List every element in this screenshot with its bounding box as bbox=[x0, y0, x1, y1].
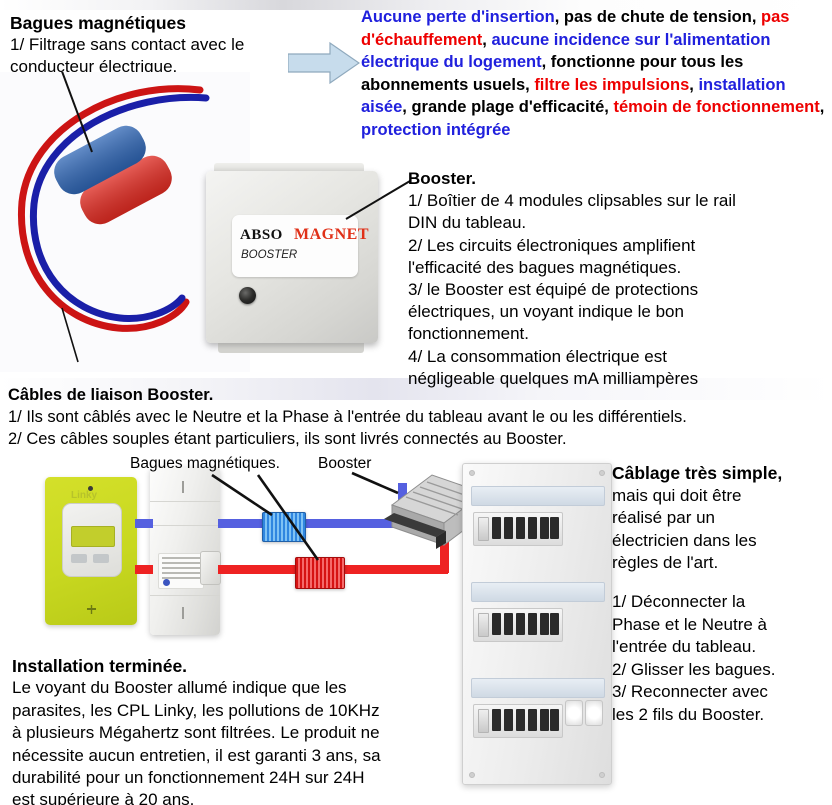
rings-text-block: Bagues magnétiques 1/ Filtrage sans cont… bbox=[10, 12, 310, 78]
wiring-line-2: réalisé par un bbox=[612, 508, 716, 528]
install-text-block: Installation terminée. Le voyant du Boos… bbox=[12, 655, 462, 805]
booster-text-block: Booster. 1/ Boîtier de 4 modules clipsab… bbox=[408, 168, 828, 390]
install-line-1: Le voyant du Booster allumé indique que … bbox=[12, 678, 347, 698]
install-line-6: est supérieure à 20 ans. bbox=[12, 790, 195, 805]
brand-magnet: MAGNET bbox=[294, 226, 369, 243]
wire-neutral-b bbox=[300, 519, 448, 528]
feature-integrated-protection: protection intégrée bbox=[361, 120, 511, 139]
wiring-line-1: mais qui doit être bbox=[612, 485, 742, 505]
booster-line-9: négligeable quelques mA milliampères bbox=[408, 368, 699, 388]
booster-line-2: DIN du tableau. bbox=[408, 213, 527, 233]
wire-phase-b bbox=[340, 565, 448, 574]
main-circuit-breaker bbox=[150, 467, 221, 635]
feature-no-impact-supply: aucune incidence sur l'alimentation élec… bbox=[361, 30, 771, 72]
feature-wide-range: grande plage d'efficacité, bbox=[411, 98, 609, 117]
install-line-5: durabilité pour un fonctionnement 24H su… bbox=[12, 768, 365, 788]
wiring-heading: Câblage très simple, bbox=[612, 463, 783, 483]
feature-no-voltage-drop: pas de chute de tension, bbox=[563, 8, 757, 26]
rings-heading: Bagues magnétiques bbox=[10, 13, 187, 33]
meter-brand-label: Linky bbox=[71, 490, 98, 501]
wiring-step-3: 3/ Reconnecter avec bbox=[612, 682, 768, 702]
booster-line-6: électriques, un voyant indique le bon bbox=[408, 302, 684, 322]
breaker-test-button bbox=[163, 579, 170, 586]
install-heading: Installation terminée. bbox=[12, 656, 188, 676]
feature-operating-indicator: témoin de fonctionnement bbox=[613, 98, 820, 117]
meter-faceplate bbox=[62, 503, 122, 577]
rings-line-2: conducteur électrique. bbox=[10, 57, 178, 76]
brand-abso: ABSO bbox=[240, 227, 283, 243]
panel-row-3 bbox=[471, 678, 605, 760]
wiring-step-1c: l'entrée du tableau. bbox=[612, 637, 757, 657]
wire-phase-meter bbox=[135, 565, 153, 574]
feature-no-insertion-loss: Aucune perte d'insertion bbox=[361, 8, 555, 26]
wire-phase-a bbox=[218, 565, 298, 574]
booster-line-4: l'efficacité des bagues magnétiques. bbox=[408, 257, 682, 277]
blue-ferrite-ring bbox=[54, 125, 146, 195]
model-booster: BOOSTER bbox=[241, 249, 298, 261]
meter-display bbox=[71, 526, 115, 547]
feature-filters-pulses: filtre les impulsions bbox=[534, 75, 690, 94]
install-line-4: nécessite aucun entretien, il est garant… bbox=[12, 745, 381, 765]
cables-line-2: 2/ Ces câbles souples étant particuliers… bbox=[8, 430, 567, 448]
booster-line-5: 3/ le Booster est équipé de protections bbox=[408, 280, 699, 300]
booster-heading: Booster. bbox=[408, 169, 477, 188]
panel-row-2 bbox=[471, 582, 605, 664]
wiring-spacer bbox=[612, 575, 828, 591]
cables-heading: Câbles de liaison Booster. bbox=[8, 386, 214, 404]
wiring-step-3b: les 2 fils du Booster. bbox=[612, 704, 765, 724]
wire-neutral-a bbox=[218, 519, 266, 528]
features-text-block: Aucune perte d'insertion, pas de chute d… bbox=[361, 8, 825, 139]
cables-text-block: Câbles de liaison Booster. 1/ Ils sont c… bbox=[8, 384, 828, 450]
linky-meter: Linky bbox=[45, 477, 137, 625]
ground-symbol-icon bbox=[87, 605, 96, 614]
install-line-3: à plusieurs Mégahertz sont filtrées. Le … bbox=[12, 723, 380, 743]
wire-neutral-meter bbox=[135, 519, 153, 528]
right-arrow-icon bbox=[288, 41, 360, 85]
wiring-step-1b: Phase et le Neutre à bbox=[612, 614, 767, 634]
panel-outlets bbox=[565, 700, 603, 726]
booster-line-7: fonctionnement. bbox=[408, 324, 529, 344]
booster-housing: ABSO MAGNET BOOSTER bbox=[206, 171, 378, 343]
meter-led bbox=[88, 486, 93, 491]
red-magnetic-ring-diagram bbox=[295, 557, 345, 589]
distribution-panel-photo bbox=[462, 463, 612, 785]
install-line-2: parasites, les CPL Linky, les pollutions… bbox=[12, 700, 380, 720]
rings-line-1: 1/ Filtrage sans contact avec le bbox=[10, 35, 245, 54]
status-led-indicator bbox=[239, 287, 256, 304]
booster-line-1: 1/ Boîtier de 4 modules clipsables sur l… bbox=[408, 191, 736, 211]
diagram-label-rings: Bagues magnétiques. bbox=[130, 455, 280, 472]
wiring-line-4: règles de l'art. bbox=[612, 553, 719, 573]
top-gradient-band bbox=[0, 0, 832, 10]
booster-product-photo: ABSO MAGNET BOOSTER bbox=[198, 163, 411, 353]
wiring-step-2: 2/ Glisser les bagues. bbox=[612, 659, 776, 679]
wiring-step-1: 1/ Déconnecter la bbox=[612, 591, 746, 611]
wiring-text-block: Câblage très simple, mais qui doit être … bbox=[612, 462, 828, 727]
diagram-label-booster: Booster bbox=[318, 455, 372, 472]
booster-line-3: 2/ Les circuits électroniques amplifient bbox=[408, 235, 696, 255]
panel-row-1 bbox=[471, 486, 605, 568]
cables-line-1: 1/ Ils sont câblés avec le Neutre et la … bbox=[8, 408, 687, 426]
blue-magnetic-ring-diagram bbox=[262, 512, 306, 542]
feature-no-heating: pas d'échauffement bbox=[361, 8, 790, 49]
middle-gradient-band bbox=[0, 378, 832, 400]
breaker-rating-label bbox=[158, 553, 204, 589]
feature-all-subscriptions: fonctionne pour tous les abonnements usu… bbox=[361, 53, 744, 94]
feature-easy-install: installation aisée bbox=[361, 75, 786, 117]
booster-line-8: 4/ La consommation électrique est bbox=[408, 346, 667, 366]
wiring-line-3: électricien dans les bbox=[612, 530, 757, 550]
red-ferrite-ring bbox=[80, 155, 172, 225]
booster-name-label: ABSO MAGNET BOOSTER bbox=[232, 215, 369, 277]
